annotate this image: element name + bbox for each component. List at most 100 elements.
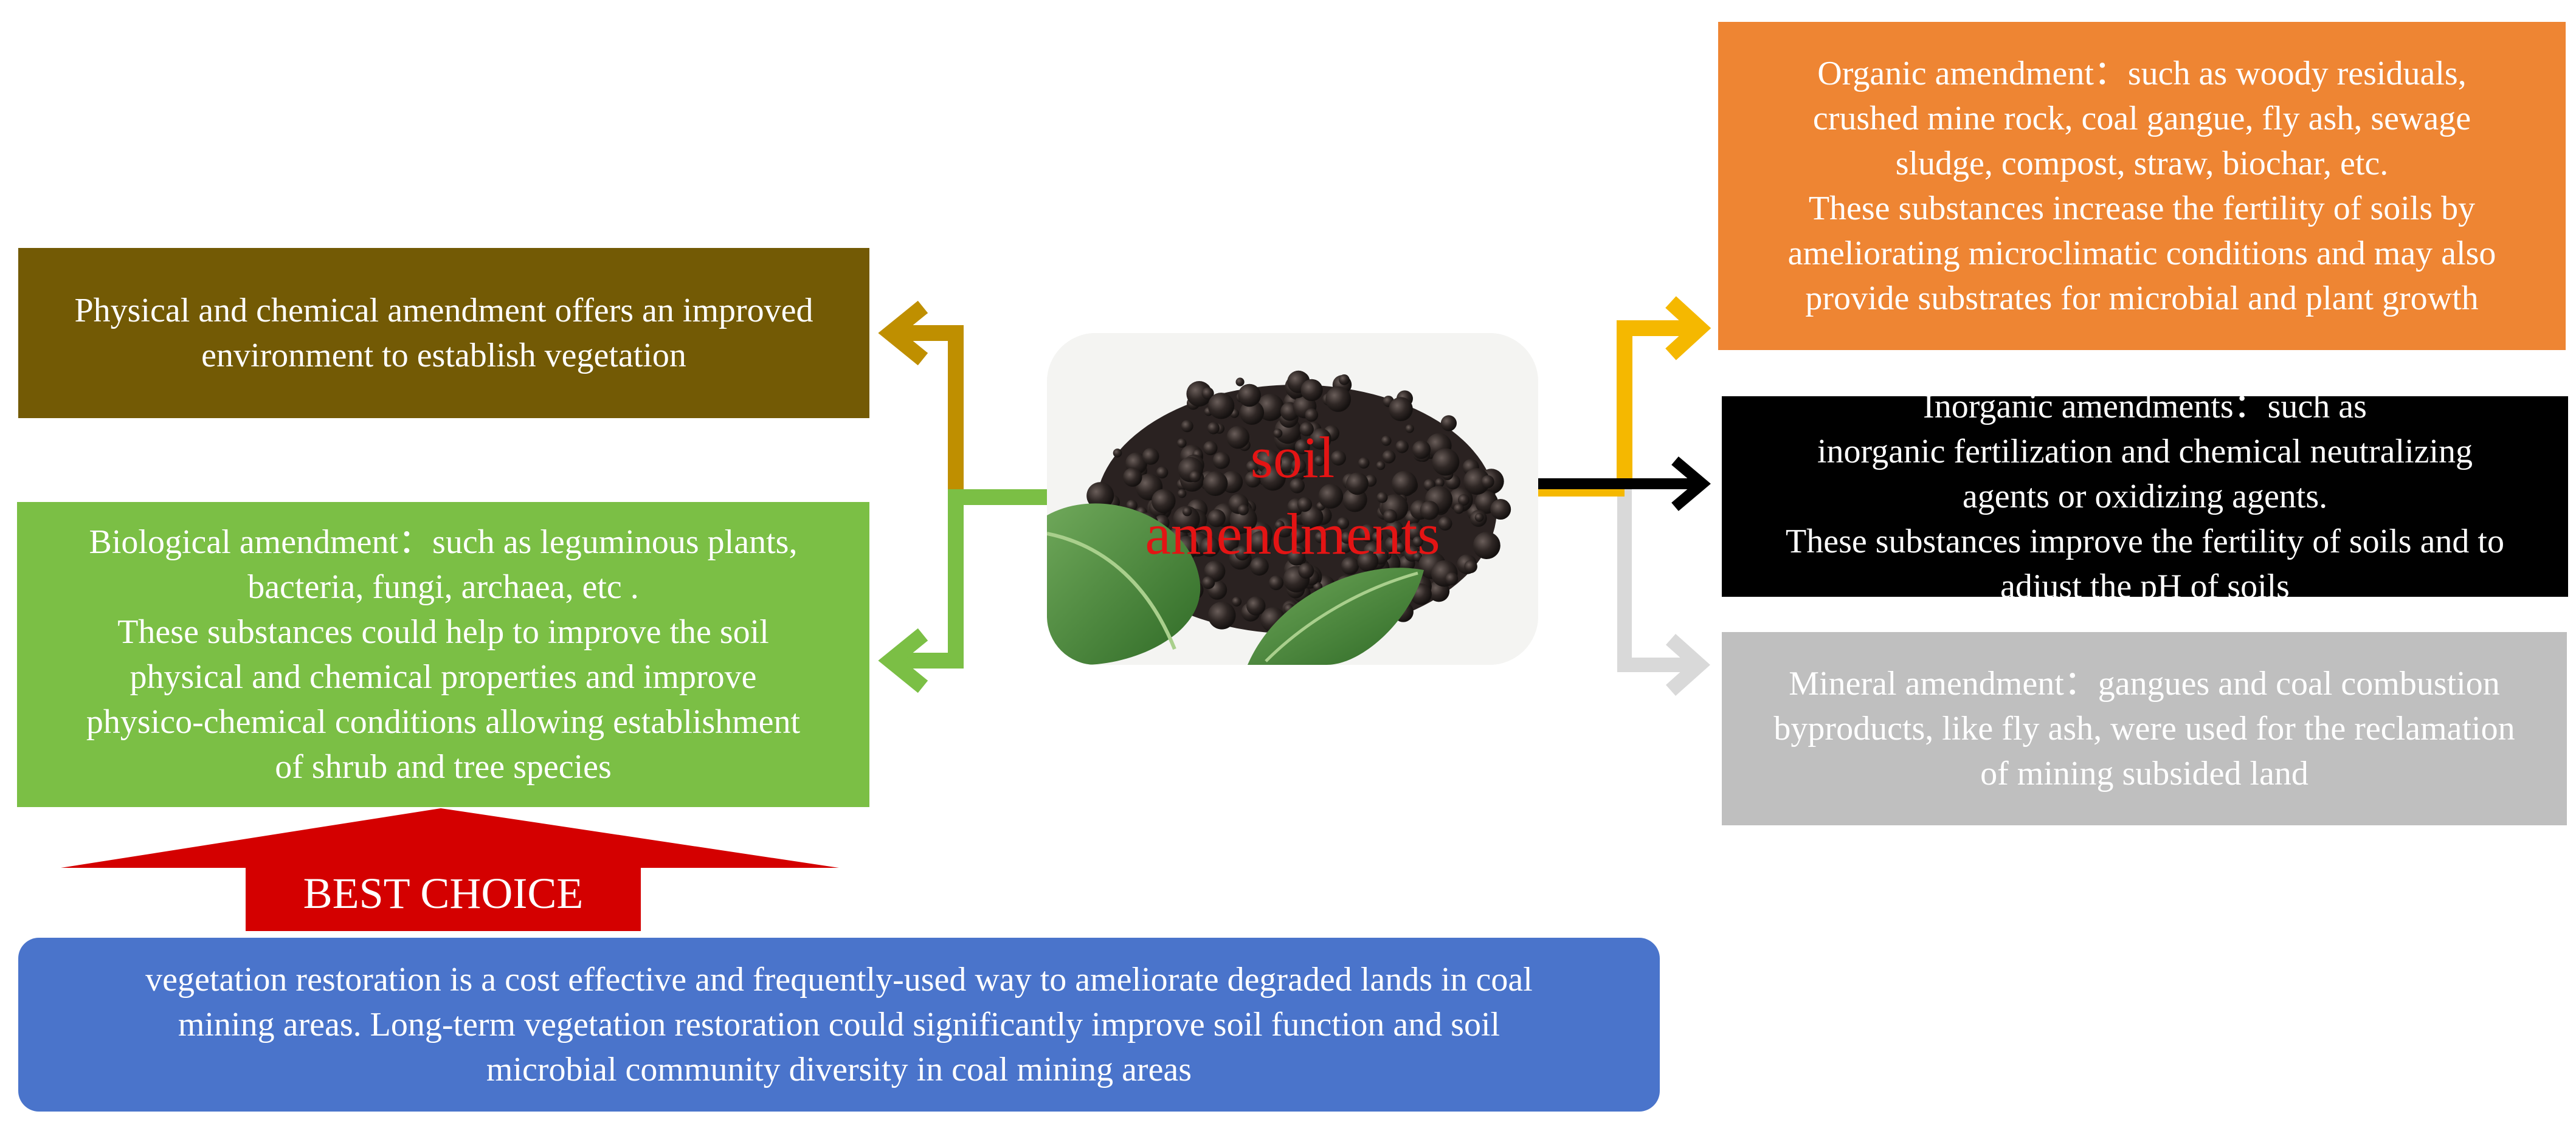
soil-granule: [1382, 450, 1396, 464]
right-connectors: [1538, 296, 1711, 696]
soil-granule: [1142, 448, 1159, 465]
physical-chemical-amendment-text: Physical and chemical amendment offers a…: [74, 292, 813, 374]
soil-granule: [1177, 489, 1187, 498]
soil-granule: [1235, 545, 1250, 561]
soil-granule: [1212, 452, 1230, 469]
arrow-to-biological: [891, 489, 1047, 669]
biological-amendment-text: Biological amendment：such as leguminous …: [86, 523, 801, 786]
soil-granule: [1232, 596, 1242, 607]
soil-granule: [1389, 397, 1413, 421]
soil-granule: [1290, 478, 1305, 493]
soil-granule: [1189, 470, 1201, 483]
soil-granule: [1440, 415, 1457, 431]
arrowhead-biological: [878, 628, 928, 693]
soil-granule: [1203, 441, 1218, 456]
soil-granule: [1299, 422, 1314, 436]
soil-granule: [1339, 374, 1350, 385]
soil-granule: [1381, 435, 1392, 446]
arrowhead-inorganic: [1671, 456, 1711, 511]
soil-granule: [1325, 386, 1352, 412]
soil-granule: [1287, 548, 1305, 566]
soil-granule: [1202, 576, 1215, 590]
soil-amendments-label: soil amendments: [1145, 425, 1440, 566]
physical-chemical-amendment-box: Physical and chemical amendment offers a…: [18, 248, 869, 418]
soil-granule: [1346, 472, 1369, 495]
soil-granule: [1314, 455, 1325, 466]
soil-granule: [1383, 509, 1397, 523]
soil-granule: [1463, 468, 1490, 495]
arrowhead-organic: [1665, 296, 1711, 360]
soil-granule: [1412, 440, 1431, 459]
soil-granule: [1181, 420, 1193, 433]
soil-granule: [1445, 572, 1459, 585]
soil-granule: [1406, 523, 1424, 541]
organic-amendment-text: Organic amendment：such as woody residual…: [1787, 55, 2496, 317]
soil-granule: [1372, 531, 1383, 543]
soil-granule: [1341, 531, 1353, 544]
soil-granule: [1391, 470, 1417, 497]
soil-granule: [1237, 504, 1249, 515]
soil-granule: [1235, 377, 1245, 387]
inorganic-amendment-text: Inorganic amendments：such as inorganic f…: [1786, 396, 2504, 597]
mineral-amendment-box: Mineral amendment：gangues and coal combu…: [1722, 632, 2567, 825]
soil-granule: [1186, 381, 1212, 407]
organic-amendment-box: Organic amendment：such as woody residual…: [1718, 22, 2566, 350]
soil-granule: [1238, 383, 1261, 407]
soil-granule: [1376, 461, 1386, 470]
biological-amendment-box: Biological amendment：such as leguminous …: [17, 502, 869, 807]
arrowhead-physical: [878, 300, 928, 366]
soil-granule: [1454, 503, 1465, 514]
soil-granule: [1217, 531, 1239, 553]
soil-granule: [1123, 467, 1142, 487]
soil-granule: [1207, 602, 1236, 630]
soil-granule: [1207, 393, 1235, 419]
arrow-to-mineral: [1617, 489, 1699, 672]
soil-granule: [1435, 478, 1445, 487]
arrow-to-physical: [891, 325, 964, 495]
soil-granule: [1458, 494, 1469, 506]
soil-granule: [1226, 425, 1250, 449]
arrow-to-organic: [1617, 320, 1699, 489]
soil-granule: [1305, 408, 1319, 422]
soil-granule: [1432, 448, 1460, 476]
soil-granule: [1357, 551, 1379, 572]
soil-granule: [1245, 471, 1262, 488]
soil-granule: [1086, 482, 1114, 510]
soil-granule: [1294, 439, 1310, 455]
soil-granule: [1405, 424, 1414, 433]
soil-amendment-image: [1047, 333, 1538, 665]
best-choice-label: BEST CHOICE: [303, 868, 584, 918]
soil-granule: [1203, 471, 1228, 497]
soil-granule: [1314, 531, 1327, 543]
soil-granule: [1438, 517, 1452, 531]
soil-granule: [1464, 560, 1477, 574]
soil-granule: [1420, 501, 1439, 520]
soil-granule: [1268, 575, 1284, 591]
soil-granule: [1291, 458, 1307, 473]
soil-granule: [1474, 512, 1484, 522]
soil-granule: [1330, 450, 1346, 466]
soil-granule: [1177, 438, 1187, 448]
soil-granule: [1298, 563, 1314, 579]
soil-granule: [1481, 475, 1494, 489]
soil-granule: [1240, 400, 1265, 425]
soil-granule: [1126, 500, 1138, 511]
soil-granule: [1300, 379, 1323, 401]
soil-granule: [1395, 440, 1409, 453]
soil-granule: [1183, 507, 1192, 517]
mineral-amendment-text: Mineral amendment：gangues and coal combu…: [1773, 665, 2515, 792]
soil-granule: [1395, 542, 1406, 553]
left-connectors: [878, 300, 1047, 693]
soil-granule: [1173, 506, 1200, 533]
soil-granule: [1290, 528, 1306, 544]
soil-granule: [1260, 465, 1286, 491]
soil-granule: [1250, 557, 1269, 576]
vegetation-restoration-box: vegetation restoration is a cost effecti…: [18, 938, 1660, 1112]
soil-granule: [1200, 537, 1220, 557]
soil-granule: [1113, 449, 1122, 458]
soil-granule: [1207, 509, 1226, 528]
soil-granule: [1376, 492, 1388, 503]
soil-granule: [1273, 428, 1283, 438]
soil-granule: [1337, 517, 1350, 529]
soil-granule: [1274, 520, 1285, 531]
